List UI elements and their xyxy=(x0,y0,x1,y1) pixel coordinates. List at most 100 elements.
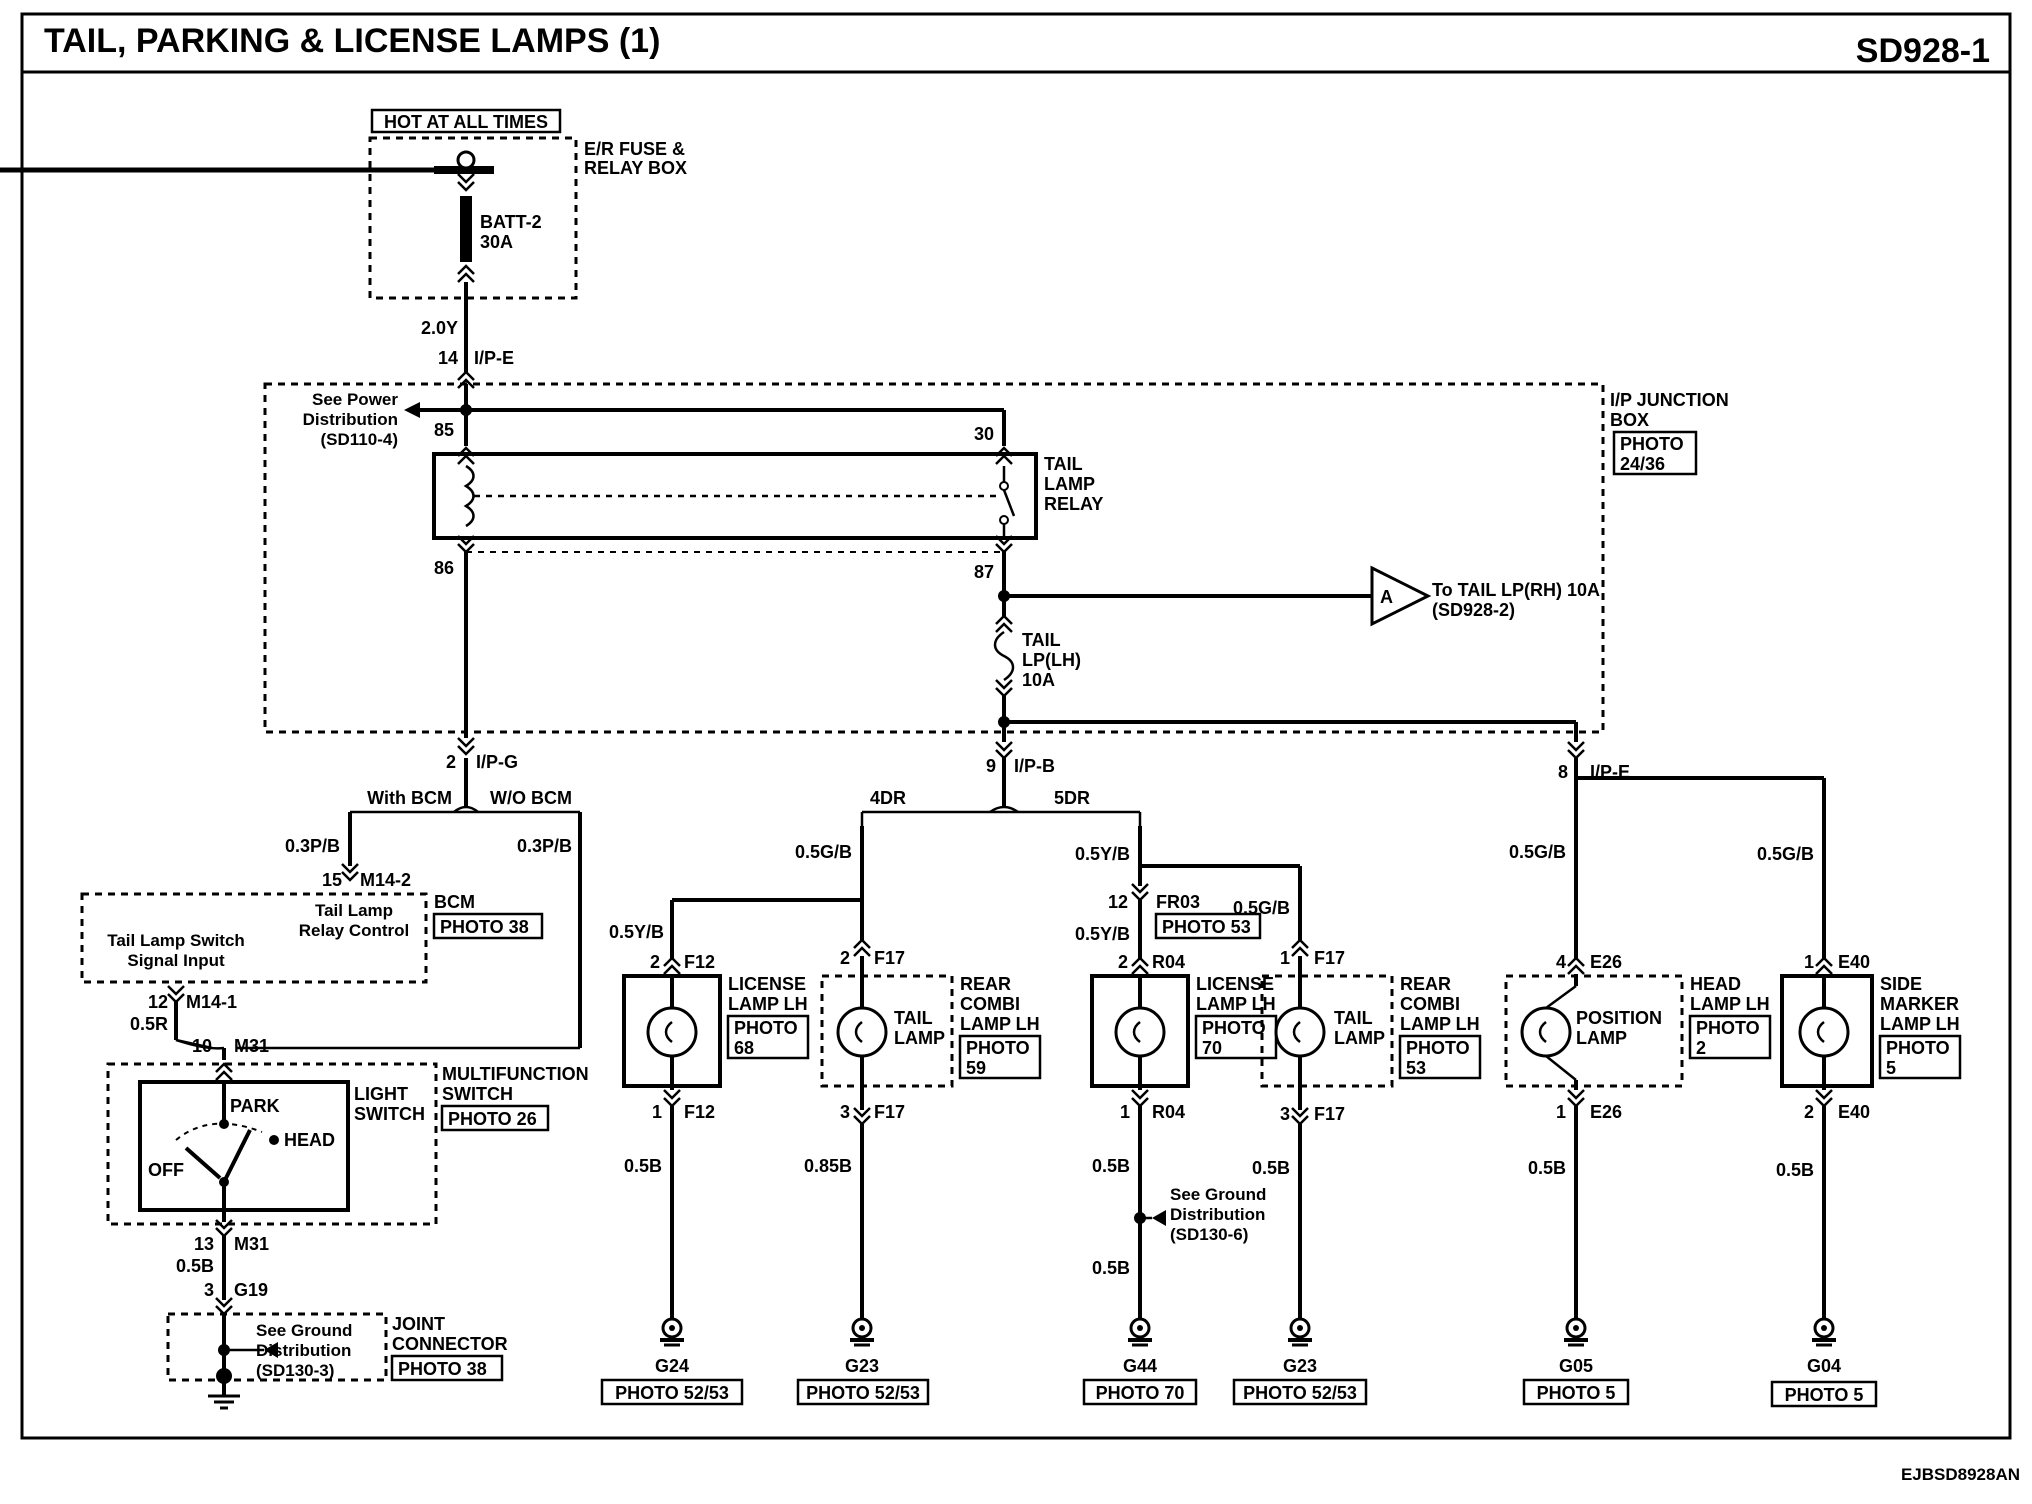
connector-ipb: I/P-B xyxy=(1014,756,1055,776)
wire-05b-switch: 0.5B xyxy=(176,1256,214,1276)
col3-fr-photo-tag xyxy=(1154,912,1262,940)
bcm-photo-tag xyxy=(432,912,544,940)
bcm-outline xyxy=(80,892,428,984)
col3-fr-photo: PHOTO 53 xyxy=(1162,917,1251,937)
joint-connector: See Ground Distribution (SD130-3) JOINT … xyxy=(166,1312,508,1410)
relay-label-3: RELAY xyxy=(1044,494,1103,514)
col1-wire-bot: 0.5B xyxy=(624,1156,662,1176)
joint-connector-outline xyxy=(166,1312,388,1382)
col3-conn-bot: R04 xyxy=(1152,1102,1185,1122)
col1-lamp-1: LICENSE xyxy=(728,974,806,994)
page-title: TAIL, PARKING & LICENSE LAMPS (1) xyxy=(44,22,660,60)
col3-conn-fr: FR03 xyxy=(1156,892,1200,912)
joint-photo: PHOTO 38 xyxy=(398,1359,487,1379)
junction-box-outline xyxy=(263,382,1605,734)
col2-lamp-1: REAR xyxy=(960,974,1011,994)
fuse-box-name-2: RELAY BOX xyxy=(584,158,687,178)
lamp-license-5dr: 0.5Y/B 12 FR03 PHOTO 53 0.5Y/B 2 R04 LIC… xyxy=(1075,826,1302,1406)
bcm-relay-control-1: Tail Lamp xyxy=(315,901,393,920)
relay-label-2: LAMP xyxy=(1044,474,1095,494)
bcm-module: BCM PHOTO 38 Tail Lamp Relay Control Tai… xyxy=(80,892,544,984)
multifunction-name-1: MULTIFUNCTION xyxy=(442,1064,589,1084)
pin-13: 13 xyxy=(194,1234,214,1254)
col1-ground-photo: PHOTO 52/53 xyxy=(615,1383,729,1403)
col5-ground: G05 xyxy=(1559,1356,1593,1376)
col6-lamp-body xyxy=(1780,974,1874,1088)
bcm-switch-input-1: Tail Lamp Switch xyxy=(107,931,245,950)
see-power-arrow xyxy=(404,402,420,418)
col2-conn-bot: F17 xyxy=(874,1102,905,1122)
col6-ground: G04 xyxy=(1807,1356,1841,1376)
col4-pin-bot: 3 xyxy=(1280,1104,1290,1124)
col3-conn-top: R04 xyxy=(1152,952,1185,972)
col2-ground-photo-tag xyxy=(796,1378,930,1406)
col5-photo-tag xyxy=(1688,1014,1772,1060)
col3-wire-top: 0.5Y/B xyxy=(1075,844,1130,864)
col6-pin-top: 1 xyxy=(1804,952,1814,972)
hot-at-all-times-label: HOT AT ALL TIMES xyxy=(384,112,548,132)
offpage-letter: A xyxy=(1380,587,1393,607)
fuse-box-outline xyxy=(368,136,578,300)
col6-lamp-2: MARKER xyxy=(1880,994,1959,1014)
col1-wire-top: 0.5Y/B xyxy=(609,922,664,942)
connector-ipe-top: I/P-E xyxy=(474,348,514,368)
col5-wire-top: 0.5G/B xyxy=(1509,842,1566,862)
tail-lamp-relay xyxy=(432,452,1038,540)
pin-3-g19: 3 xyxy=(204,1280,214,1300)
joint-name-2: CONNECTOR xyxy=(392,1334,508,1354)
col4-lamp-3: LAMP LH xyxy=(1400,1014,1480,1034)
fuse-box-name-1: E/R FUSE & xyxy=(584,139,685,159)
col1-photo-2: 68 xyxy=(734,1038,754,1058)
relay-label-1: TAIL xyxy=(1044,454,1083,474)
col4-photo-1: PHOTO xyxy=(1406,1038,1470,1058)
col5-conn-top: E26 xyxy=(1590,952,1622,972)
col4-lamp-2: COMBI xyxy=(1400,994,1460,1014)
joint-see-2: Distribution xyxy=(256,1341,351,1360)
page-border xyxy=(20,12,2012,1440)
col2-lamp-3: LAMP LH xyxy=(960,1014,1040,1034)
col3-photo-2: 70 xyxy=(1202,1038,1222,1058)
connector-m31-bot: M31 xyxy=(234,1234,269,1254)
col5-pin-top: 4 xyxy=(1556,952,1566,972)
col4-wire-top: 0.5G/B xyxy=(1233,898,1290,918)
col6-ground-photo-tag xyxy=(1770,1380,1878,1408)
fuse-label-3: 10A xyxy=(1022,670,1055,690)
pin-8-ipe: 8 xyxy=(1558,762,1568,782)
col5-conn-bot: E26 xyxy=(1590,1102,1622,1122)
col4-conn-top: F17 xyxy=(1314,948,1345,968)
hot-at-all-times-tag xyxy=(370,108,562,134)
pin-2-ipg: 2 xyxy=(446,752,456,772)
col3-wire-top2: 0.5Y/B xyxy=(1075,924,1130,944)
col6-lamp-1: SIDE xyxy=(1880,974,1922,994)
col2-photo-tag xyxy=(958,1034,1042,1080)
joint-see-1: See Ground xyxy=(256,1321,352,1340)
col4-ground-photo: PHOTO 52/53 xyxy=(1243,1383,1357,1403)
wire-03pb-right: 0.3P/B xyxy=(517,836,572,856)
pin-14: 14 xyxy=(438,348,458,368)
joint-see-3: (SD130-3) xyxy=(256,1361,334,1380)
col4-lamp-1: REAR xyxy=(1400,974,1451,994)
junction-photo-tag xyxy=(1612,430,1698,476)
see-power-1: See Power xyxy=(312,390,398,409)
col6-photo-1: PHOTO xyxy=(1886,1038,1950,1058)
switch-photo: PHOTO 26 xyxy=(448,1109,537,1129)
switch-pos-park: PARK xyxy=(230,1096,280,1116)
pin-10: 10 xyxy=(192,1036,212,1056)
col5-photo-2: 2 xyxy=(1696,1038,1706,1058)
col5-lamp-2: LAMP LH xyxy=(1690,994,1770,1014)
col4-wire-bot: 0.5B xyxy=(1252,1158,1290,1178)
offpage-label-2: (SD928-2) xyxy=(1432,600,1515,620)
col4-ground-photo-tag xyxy=(1232,1378,1368,1406)
reference-code: EJBSD8928AN xyxy=(1901,1465,2020,1484)
label-4dr: 4DR xyxy=(870,788,906,808)
col4-inner-1: TAIL xyxy=(1334,1008,1373,1028)
col3-pin-bot: 1 xyxy=(1120,1102,1130,1122)
connector-g19: G19 xyxy=(234,1280,268,1300)
bcm-switch-input-2: Signal Input xyxy=(127,951,225,970)
ip-junction-box: I/P JUNCTION BOX PHOTO 24/36 See Power D… xyxy=(263,382,1729,742)
col5-ground-photo: PHOTO 5 xyxy=(1537,1383,1616,1403)
bcm-name: BCM xyxy=(434,892,475,912)
joint-name-1: JOINT xyxy=(392,1314,445,1334)
col6-pin-bot: 2 xyxy=(1804,1102,1814,1122)
pin-86: 86 xyxy=(434,558,454,578)
